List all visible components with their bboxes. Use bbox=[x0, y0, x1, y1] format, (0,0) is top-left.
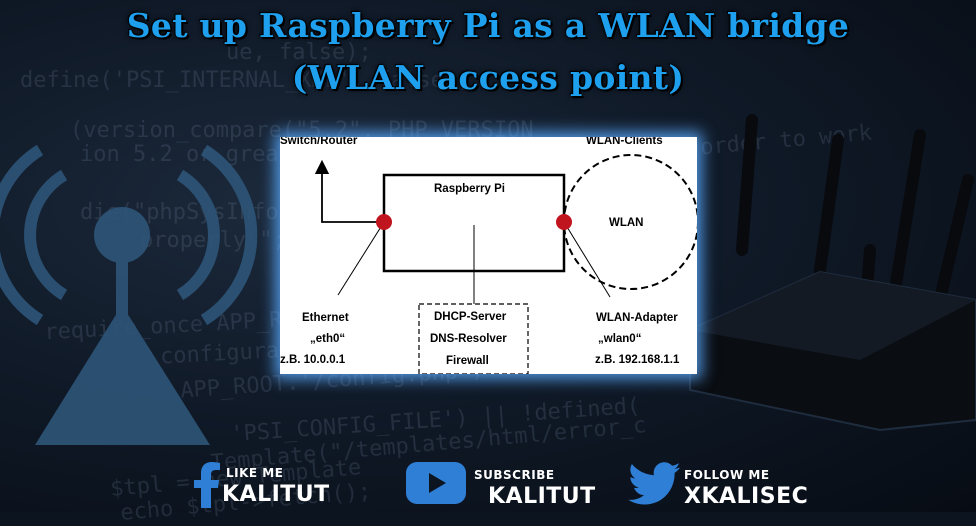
wlan-clients-label: WLAN-Clients bbox=[586, 137, 663, 147]
facebook-link[interactable]: LIKE ME KALITUT bbox=[192, 458, 329, 510]
raspberry-pi-label: Raspberry Pi bbox=[434, 183, 505, 195]
service-dns: DNS-Resolver bbox=[430, 333, 507, 345]
wlan-adapter-title: WLAN-Adapter bbox=[596, 312, 678, 324]
uplink-connector bbox=[314, 159, 384, 223]
network-diagram: Switch/Router WLAN-Clients Raspberry Pi … bbox=[280, 137, 697, 374]
title-line-2: (WLAN access point) bbox=[291, 58, 685, 97]
eth0-port bbox=[376, 214, 392, 230]
youtube-icon bbox=[406, 462, 466, 504]
antenna-tower-icon bbox=[0, 144, 258, 445]
ethernet-title: Ethernet bbox=[302, 312, 349, 324]
facebook-big-label: KALITUT bbox=[222, 482, 330, 507]
service-dhcp: DHCP-Server bbox=[434, 311, 507, 323]
ethernet-iface: „eth0“ bbox=[310, 333, 346, 345]
wlan-label: WLAN bbox=[609, 217, 644, 229]
services-box bbox=[418, 303, 529, 374]
twitter-small-label: FOLLOW ME bbox=[684, 468, 770, 482]
wlan0-port bbox=[556, 214, 572, 230]
decorative-graphics bbox=[0, 114, 976, 445]
title-line-1: Set up Raspberry Pi as a WLAN bridge bbox=[126, 6, 850, 45]
facebook-small-label: LIKE ME bbox=[226, 466, 284, 480]
service-firewall: Firewall bbox=[446, 355, 489, 367]
wlan-adapter-example: z.B. 192.168.1.1 bbox=[595, 354, 680, 366]
switch-router-label: Switch/Router bbox=[280, 137, 358, 147]
wlan-adapter-iface: „wlan0“ bbox=[598, 333, 642, 345]
ethernet-example: z.B. 10.0.0.1 bbox=[280, 354, 346, 366]
twitter-icon bbox=[628, 462, 681, 505]
router-icon bbox=[689, 114, 976, 432]
twitter-link[interactable]: FOLLOW ME XKALISEC bbox=[628, 458, 808, 510]
wlan-adapter-pointer bbox=[563, 221, 611, 298]
twitter-big-label: XKALISEC bbox=[684, 484, 809, 509]
diagram-drawing bbox=[314, 154, 697, 374]
ethernet-pointer bbox=[337, 221, 385, 296]
youtube-link[interactable]: SUBSCRIBE KALITUT bbox=[406, 458, 595, 510]
youtube-big-label: KALITUT bbox=[488, 484, 596, 509]
facebook-icon bbox=[194, 462, 220, 508]
youtube-small-label: SUBSCRIBE bbox=[474, 468, 555, 482]
